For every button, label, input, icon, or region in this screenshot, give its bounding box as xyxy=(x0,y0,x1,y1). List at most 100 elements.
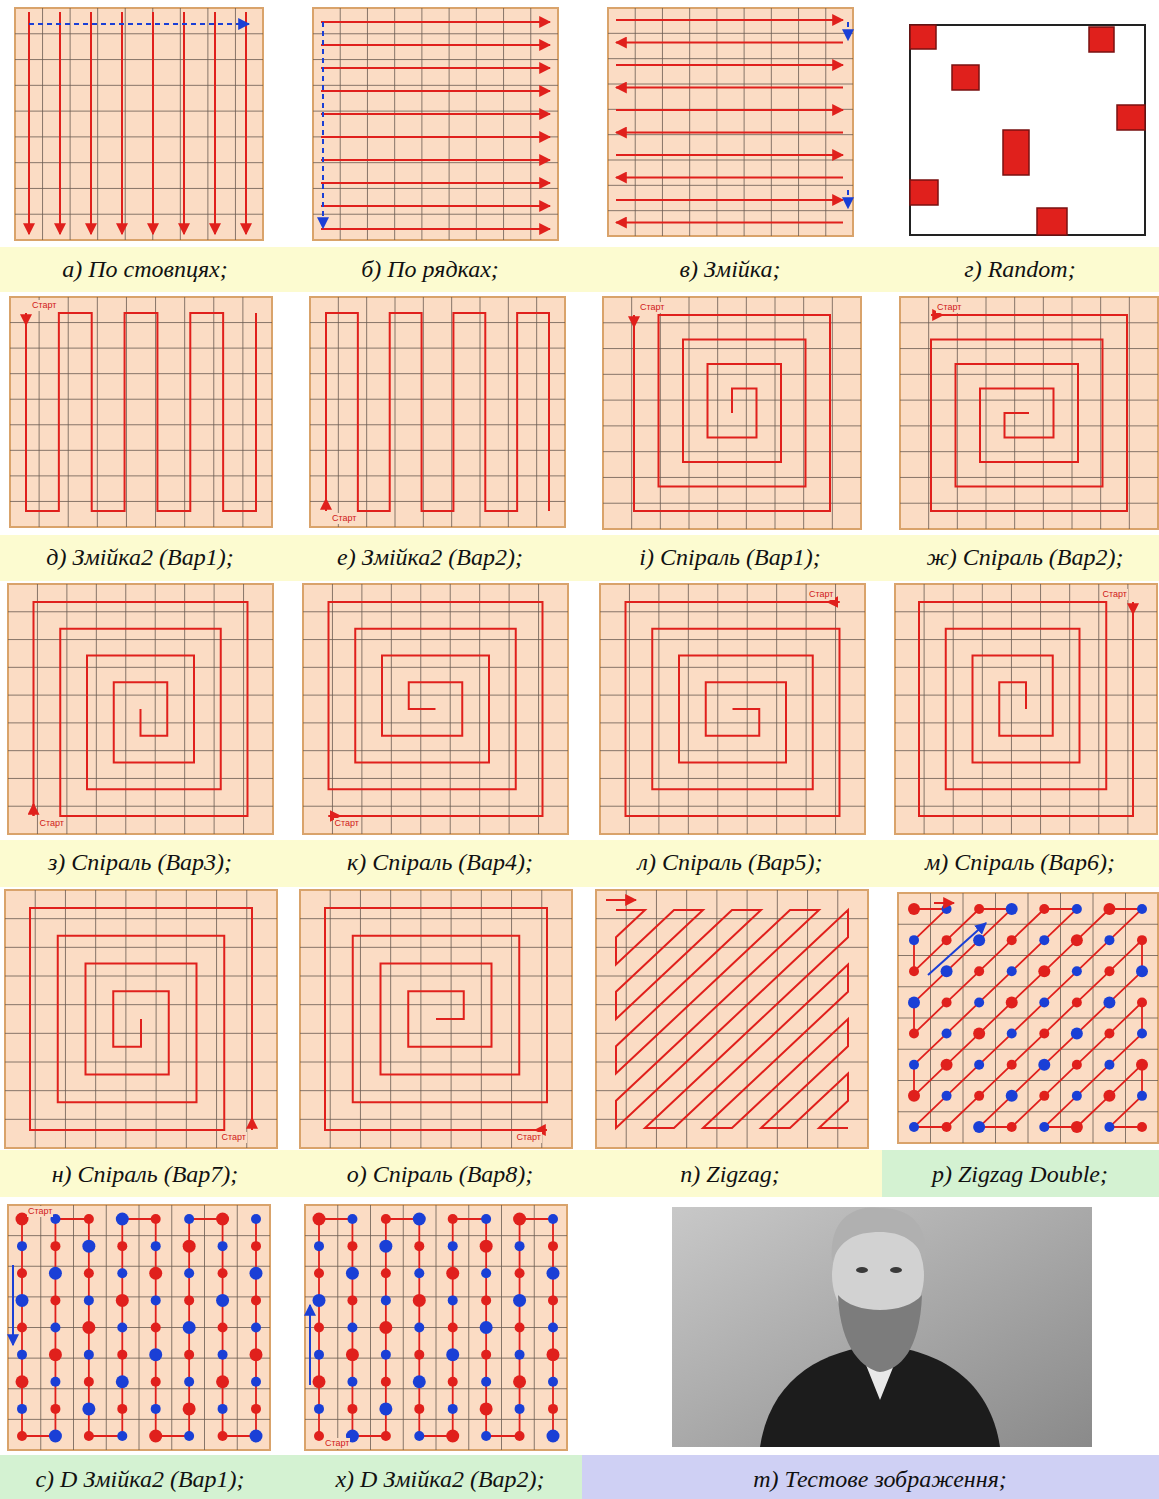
pixel-dot xyxy=(480,1240,493,1253)
scan-line xyxy=(309,1305,311,1385)
pixel-dot xyxy=(974,966,984,976)
grid-line xyxy=(214,584,215,834)
scan-path xyxy=(634,315,830,511)
grid-line xyxy=(96,584,97,834)
pixel-dot xyxy=(1039,904,1049,914)
pixel-dot xyxy=(414,1323,424,1333)
scan-line xyxy=(321,205,550,207)
grid-line xyxy=(895,667,1157,668)
caption-band xyxy=(0,840,1159,887)
grid-line xyxy=(658,584,659,834)
grid-line xyxy=(10,322,272,323)
random-pixel xyxy=(1003,130,1029,175)
grid-line xyxy=(596,947,868,948)
scan-line xyxy=(847,190,849,208)
pixel-dot xyxy=(1038,1059,1050,1071)
caption-band xyxy=(0,247,1159,292)
pixel-dot xyxy=(547,1430,560,1443)
pixel-dot xyxy=(381,1431,391,1441)
grid-line xyxy=(835,584,836,834)
grid-line xyxy=(534,1205,535,1450)
caption: т) Тестове зображення; xyxy=(753,1465,1007,1493)
scan-path xyxy=(919,602,1133,816)
scan-line xyxy=(616,109,843,111)
pixel-dot xyxy=(49,1430,62,1443)
start-label: Старт xyxy=(31,300,57,311)
grid-ground xyxy=(305,1205,567,1450)
pixel-dot xyxy=(314,1350,324,1360)
pixel-dot xyxy=(183,1321,196,1334)
pixel-dot xyxy=(480,1402,493,1415)
pixel-dot xyxy=(414,1404,424,1414)
pixel-dot xyxy=(548,1404,558,1414)
caption: к) Спіраль (Вар4); xyxy=(347,848,533,876)
scan-line xyxy=(321,159,550,161)
grid-line xyxy=(480,297,481,527)
pixel-dot xyxy=(116,1213,129,1226)
grid-line xyxy=(204,1205,205,1450)
pixel-dot xyxy=(942,1091,952,1101)
pixel-dot xyxy=(149,1267,162,1280)
pixel-dot xyxy=(908,903,920,915)
grid-line xyxy=(305,1388,567,1389)
grid-line xyxy=(10,501,272,502)
grid-line xyxy=(180,8,181,240)
grid-line xyxy=(603,503,861,504)
grid-line xyxy=(8,639,273,640)
grid-line xyxy=(125,584,126,834)
grid-line xyxy=(10,475,272,476)
grid-line xyxy=(8,1388,270,1389)
grid-line xyxy=(511,890,512,1148)
pixel-dot xyxy=(1039,1091,1049,1101)
grid-line xyxy=(900,503,1158,504)
grid-line xyxy=(213,297,214,527)
pixel-dot xyxy=(515,1268,525,1278)
grid-line xyxy=(68,297,69,527)
scan-line xyxy=(25,313,27,325)
grid-line xyxy=(479,584,480,834)
grid-line xyxy=(900,374,1158,375)
grid-line xyxy=(1098,584,1099,834)
pixel-dot xyxy=(448,1295,458,1305)
scan-line xyxy=(214,12,216,234)
grid-line xyxy=(15,59,263,60)
grid-line xyxy=(391,584,392,834)
pixel-dot xyxy=(82,1321,95,1334)
scan-line xyxy=(633,315,635,327)
pixel-dot xyxy=(381,1268,391,1278)
pixel-dot xyxy=(942,935,952,945)
grid-line xyxy=(39,297,40,527)
grid-line xyxy=(481,890,482,1148)
pixel-dot xyxy=(50,1295,60,1305)
caption: м) Спіраль (Вар6); xyxy=(925,848,1115,876)
scan-line xyxy=(616,19,843,21)
grid-line xyxy=(603,477,861,478)
pixel-dot xyxy=(379,1240,392,1253)
grid-line xyxy=(303,695,568,696)
caption: д) Змійка2 (Вар1); xyxy=(46,543,233,571)
start-label: Старт xyxy=(334,818,360,829)
pixel-dot xyxy=(347,1214,357,1224)
pixel-dot xyxy=(251,1241,261,1251)
grid-line xyxy=(305,1327,567,1328)
pixel-dot xyxy=(17,1350,27,1360)
pixel-dot xyxy=(548,1241,558,1251)
caption: е) Змійка2 (Вар2); xyxy=(337,543,523,571)
grid-line xyxy=(608,185,853,186)
pixel-dot xyxy=(250,1348,263,1361)
pixel-dot xyxy=(218,1241,228,1251)
grid-line xyxy=(237,1205,238,1450)
pixel-dot xyxy=(909,935,919,945)
scan-line xyxy=(847,22,849,40)
grid-line xyxy=(603,451,861,452)
pixel-dot xyxy=(379,1321,392,1334)
pixel-dot xyxy=(218,1404,228,1414)
grid-line xyxy=(125,8,126,240)
pixel-dot xyxy=(1072,997,1082,1007)
grid-line xyxy=(303,722,568,723)
pixel-dot xyxy=(974,1060,984,1070)
grid-line xyxy=(66,584,67,834)
grid-line xyxy=(10,399,272,400)
pixel-dot xyxy=(151,1323,161,1333)
grid-line xyxy=(15,162,263,163)
